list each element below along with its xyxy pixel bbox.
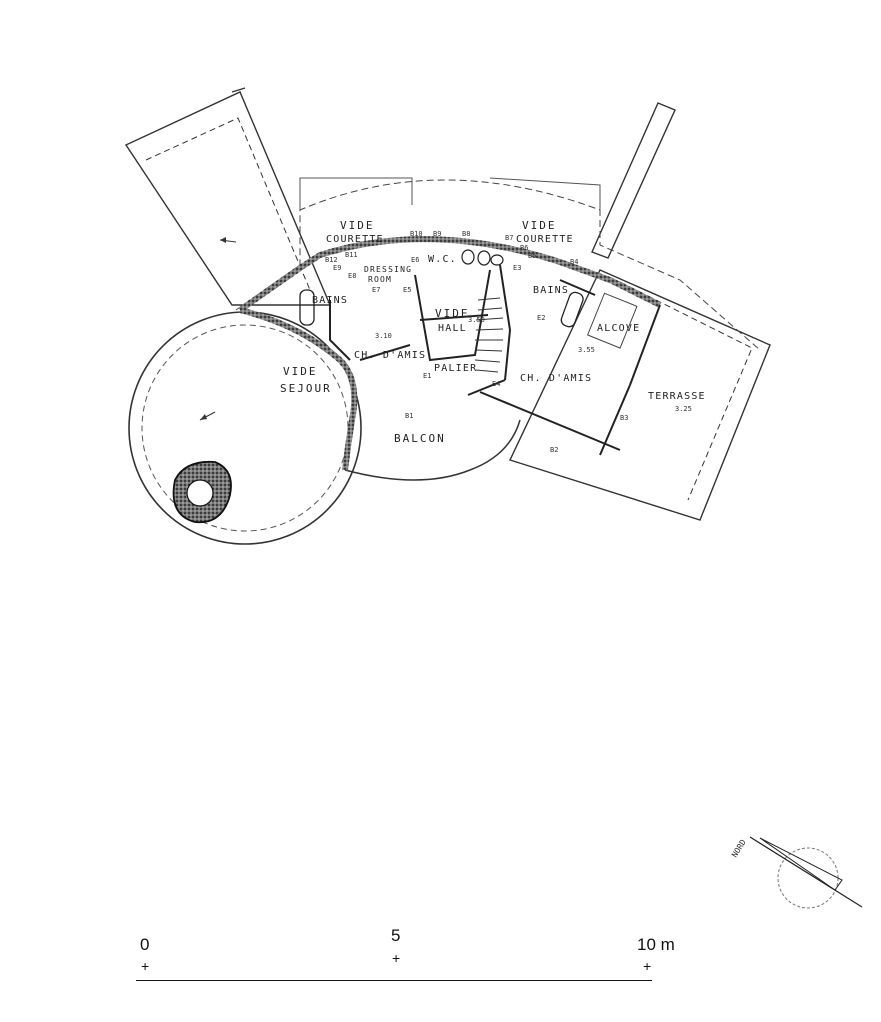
fireplace-symbol — [172, 460, 232, 524]
vide-hall-line2: HALL — [438, 323, 467, 334]
level-hall: 3.50 — [468, 316, 485, 324]
wc-label: W.C. — [428, 254, 457, 265]
vide-courette-right-line1: VIDE — [522, 219, 557, 232]
palier-label: PALIER — [434, 363, 477, 374]
dressing-line1: DRESSING — [364, 265, 412, 274]
marker-b5: B5 — [528, 252, 536, 260]
main-curved-wall — [238, 236, 662, 313]
marker-e2: E2 — [537, 314, 545, 322]
interior-walls — [359, 264, 661, 456]
alcove-label: ALCOVE — [597, 323, 640, 334]
marker-b7: B7 — [505, 234, 513, 242]
north-label: NORD — [730, 838, 748, 859]
marker-e5: E5 — [403, 286, 411, 294]
marker-e7: E7 — [372, 286, 380, 294]
bathtub-left — [299, 289, 315, 326]
right-balcony-outline — [509, 102, 771, 521]
ch-amis-right-label: CH. D'AMIS — [520, 373, 592, 384]
vide-courette-left-line1: VIDE — [340, 219, 375, 232]
scale-label-10: 10 m — [637, 935, 675, 954]
bathtub-right — [560, 291, 584, 328]
marker-e6: E6 — [411, 256, 419, 264]
level-terrasse: 3.25 — [675, 405, 692, 413]
marker-e9: E9 — [333, 264, 341, 272]
vide-hall-line1: VIDE — [435, 307, 470, 320]
dressing-line2: ROOM — [368, 275, 392, 284]
marker-b4: B4 — [570, 258, 578, 266]
level-chamis: 3.10 — [375, 332, 392, 340]
scale-label-0: 0 — [140, 935, 150, 954]
scale-tick-10: + — [643, 958, 652, 974]
terrasse-label: TERRASSE — [648, 391, 706, 402]
ch-amis-left-label: CH. D'AMIS — [354, 350, 426, 361]
bains-right-label: BAINS — [533, 285, 569, 296]
bains-left-label: BAINS — [312, 295, 348, 306]
scale-label-5: 5 — [391, 926, 401, 945]
level-right: 3.55 — [578, 346, 595, 354]
upper-floor-dashed-outline — [235, 179, 761, 351]
vide-sejour-line2: SEJOUR — [280, 382, 332, 395]
marker-b1: B1 — [405, 412, 413, 420]
marker-b3: B3 — [620, 414, 628, 422]
marker-e1: E1 — [423, 372, 431, 380]
vide-courette-left-line2: COURETTE — [326, 234, 384, 245]
vide-sejour-line1: VIDE — [283, 365, 318, 378]
marker-b2: B2 — [550, 446, 558, 454]
left-balcony-outline — [124, 87, 332, 306]
north-arrow: NORD — [730, 836, 863, 909]
marker-b11: B11 — [345, 251, 358, 259]
scale-tick-0: + — [141, 958, 150, 974]
marker-b6: B6 — [520, 244, 528, 252]
balcon-label: BALCON — [394, 432, 446, 445]
marker-e4: E4 — [492, 380, 500, 388]
stair-treads — [474, 297, 504, 373]
marker-b8: B8 — [462, 230, 470, 238]
scale-tick-5: + — [392, 950, 401, 966]
wc-fixtures — [461, 249, 504, 266]
marker-e3: E3 — [513, 264, 521, 272]
vide-courette-right-line2: COURETTE — [516, 234, 574, 245]
marker-b10: B10 — [410, 230, 423, 238]
marker-e8: E8 — [348, 272, 356, 280]
scale-line — [136, 980, 652, 981]
marker-b9: B9 — [433, 230, 441, 238]
alcove-bed — [586, 292, 638, 349]
marker-b12: B12 — [325, 256, 338, 264]
balcon-curve — [344, 419, 521, 481]
